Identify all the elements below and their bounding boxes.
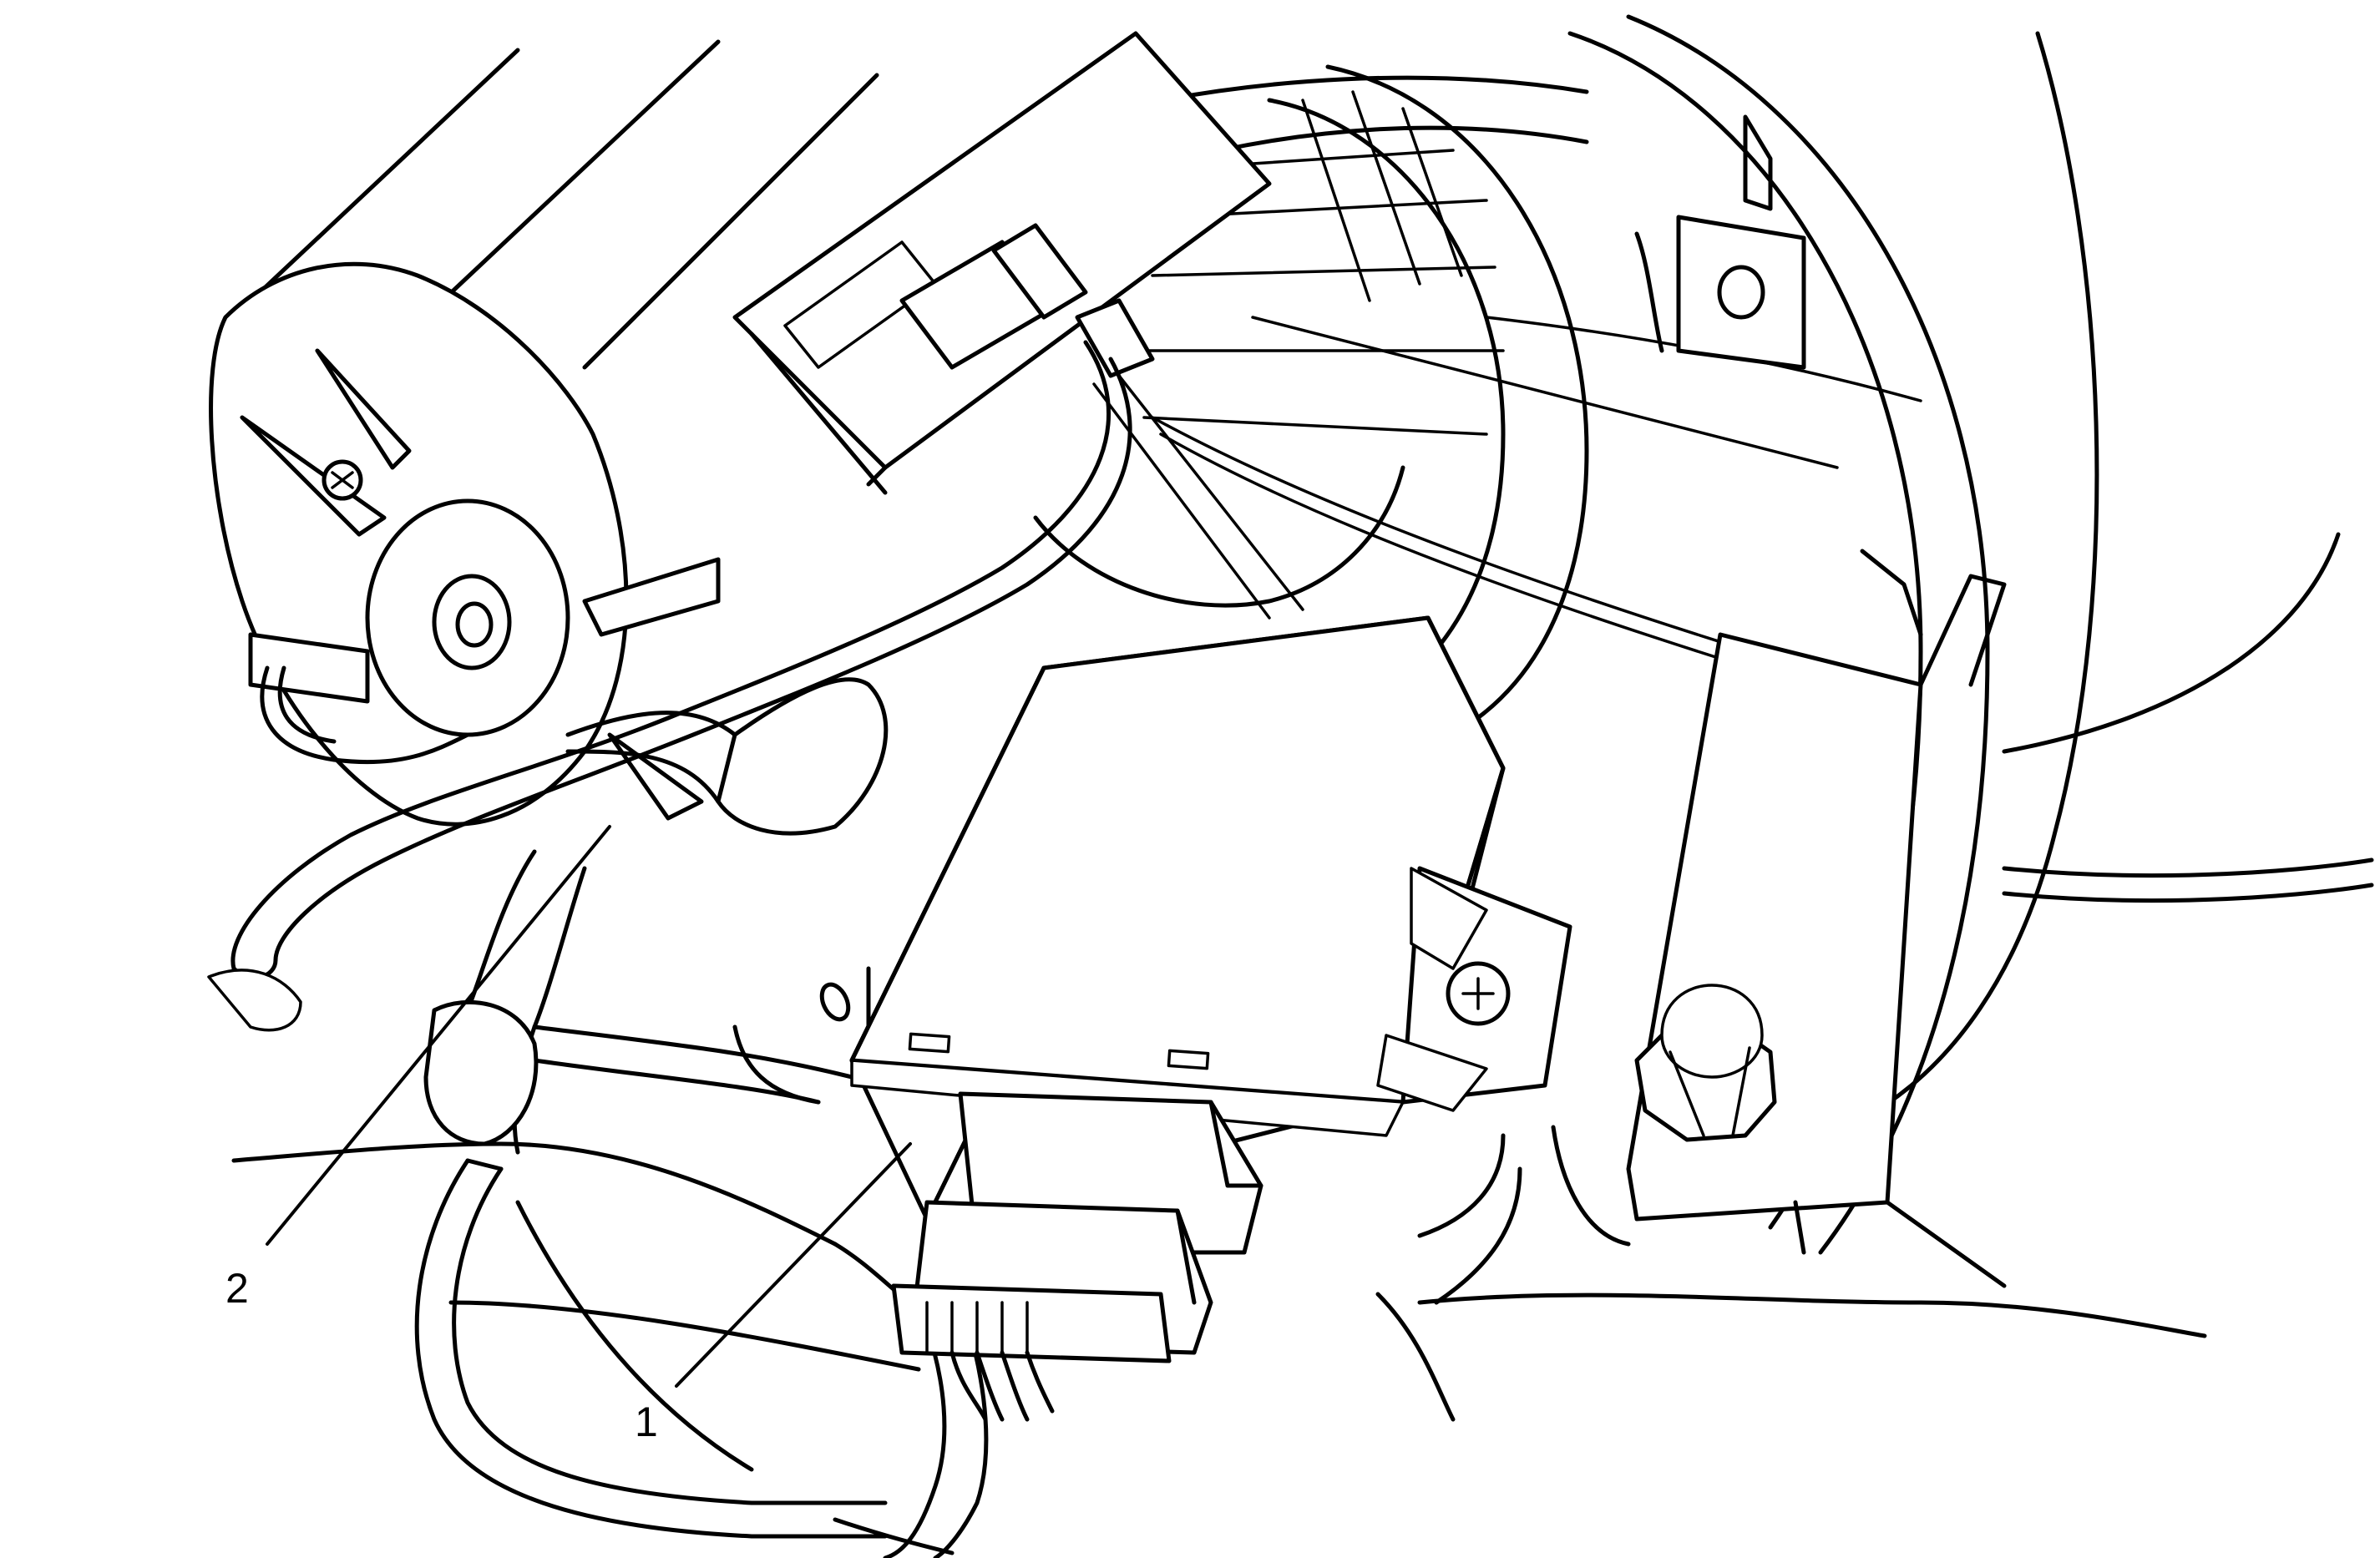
wire-harness xyxy=(207,340,1132,1558)
lower-mount-pad xyxy=(1626,532,2374,1288)
upper-module xyxy=(732,31,1304,620)
leader-1 xyxy=(675,1142,912,1388)
blower-fan-housing xyxy=(1033,14,2099,1255)
module-electrical-connector xyxy=(891,1091,1263,1422)
housing-mount-tab xyxy=(1634,114,1806,370)
callout-label-1: 1 xyxy=(635,1399,658,1445)
callout-label-2: 2 xyxy=(225,1265,249,1312)
hex-nut xyxy=(1634,984,1777,1142)
blower-motor xyxy=(209,39,879,827)
callout-leaders xyxy=(266,825,912,1388)
leader-2 xyxy=(266,825,611,1246)
main-control-module xyxy=(819,615,1572,1222)
